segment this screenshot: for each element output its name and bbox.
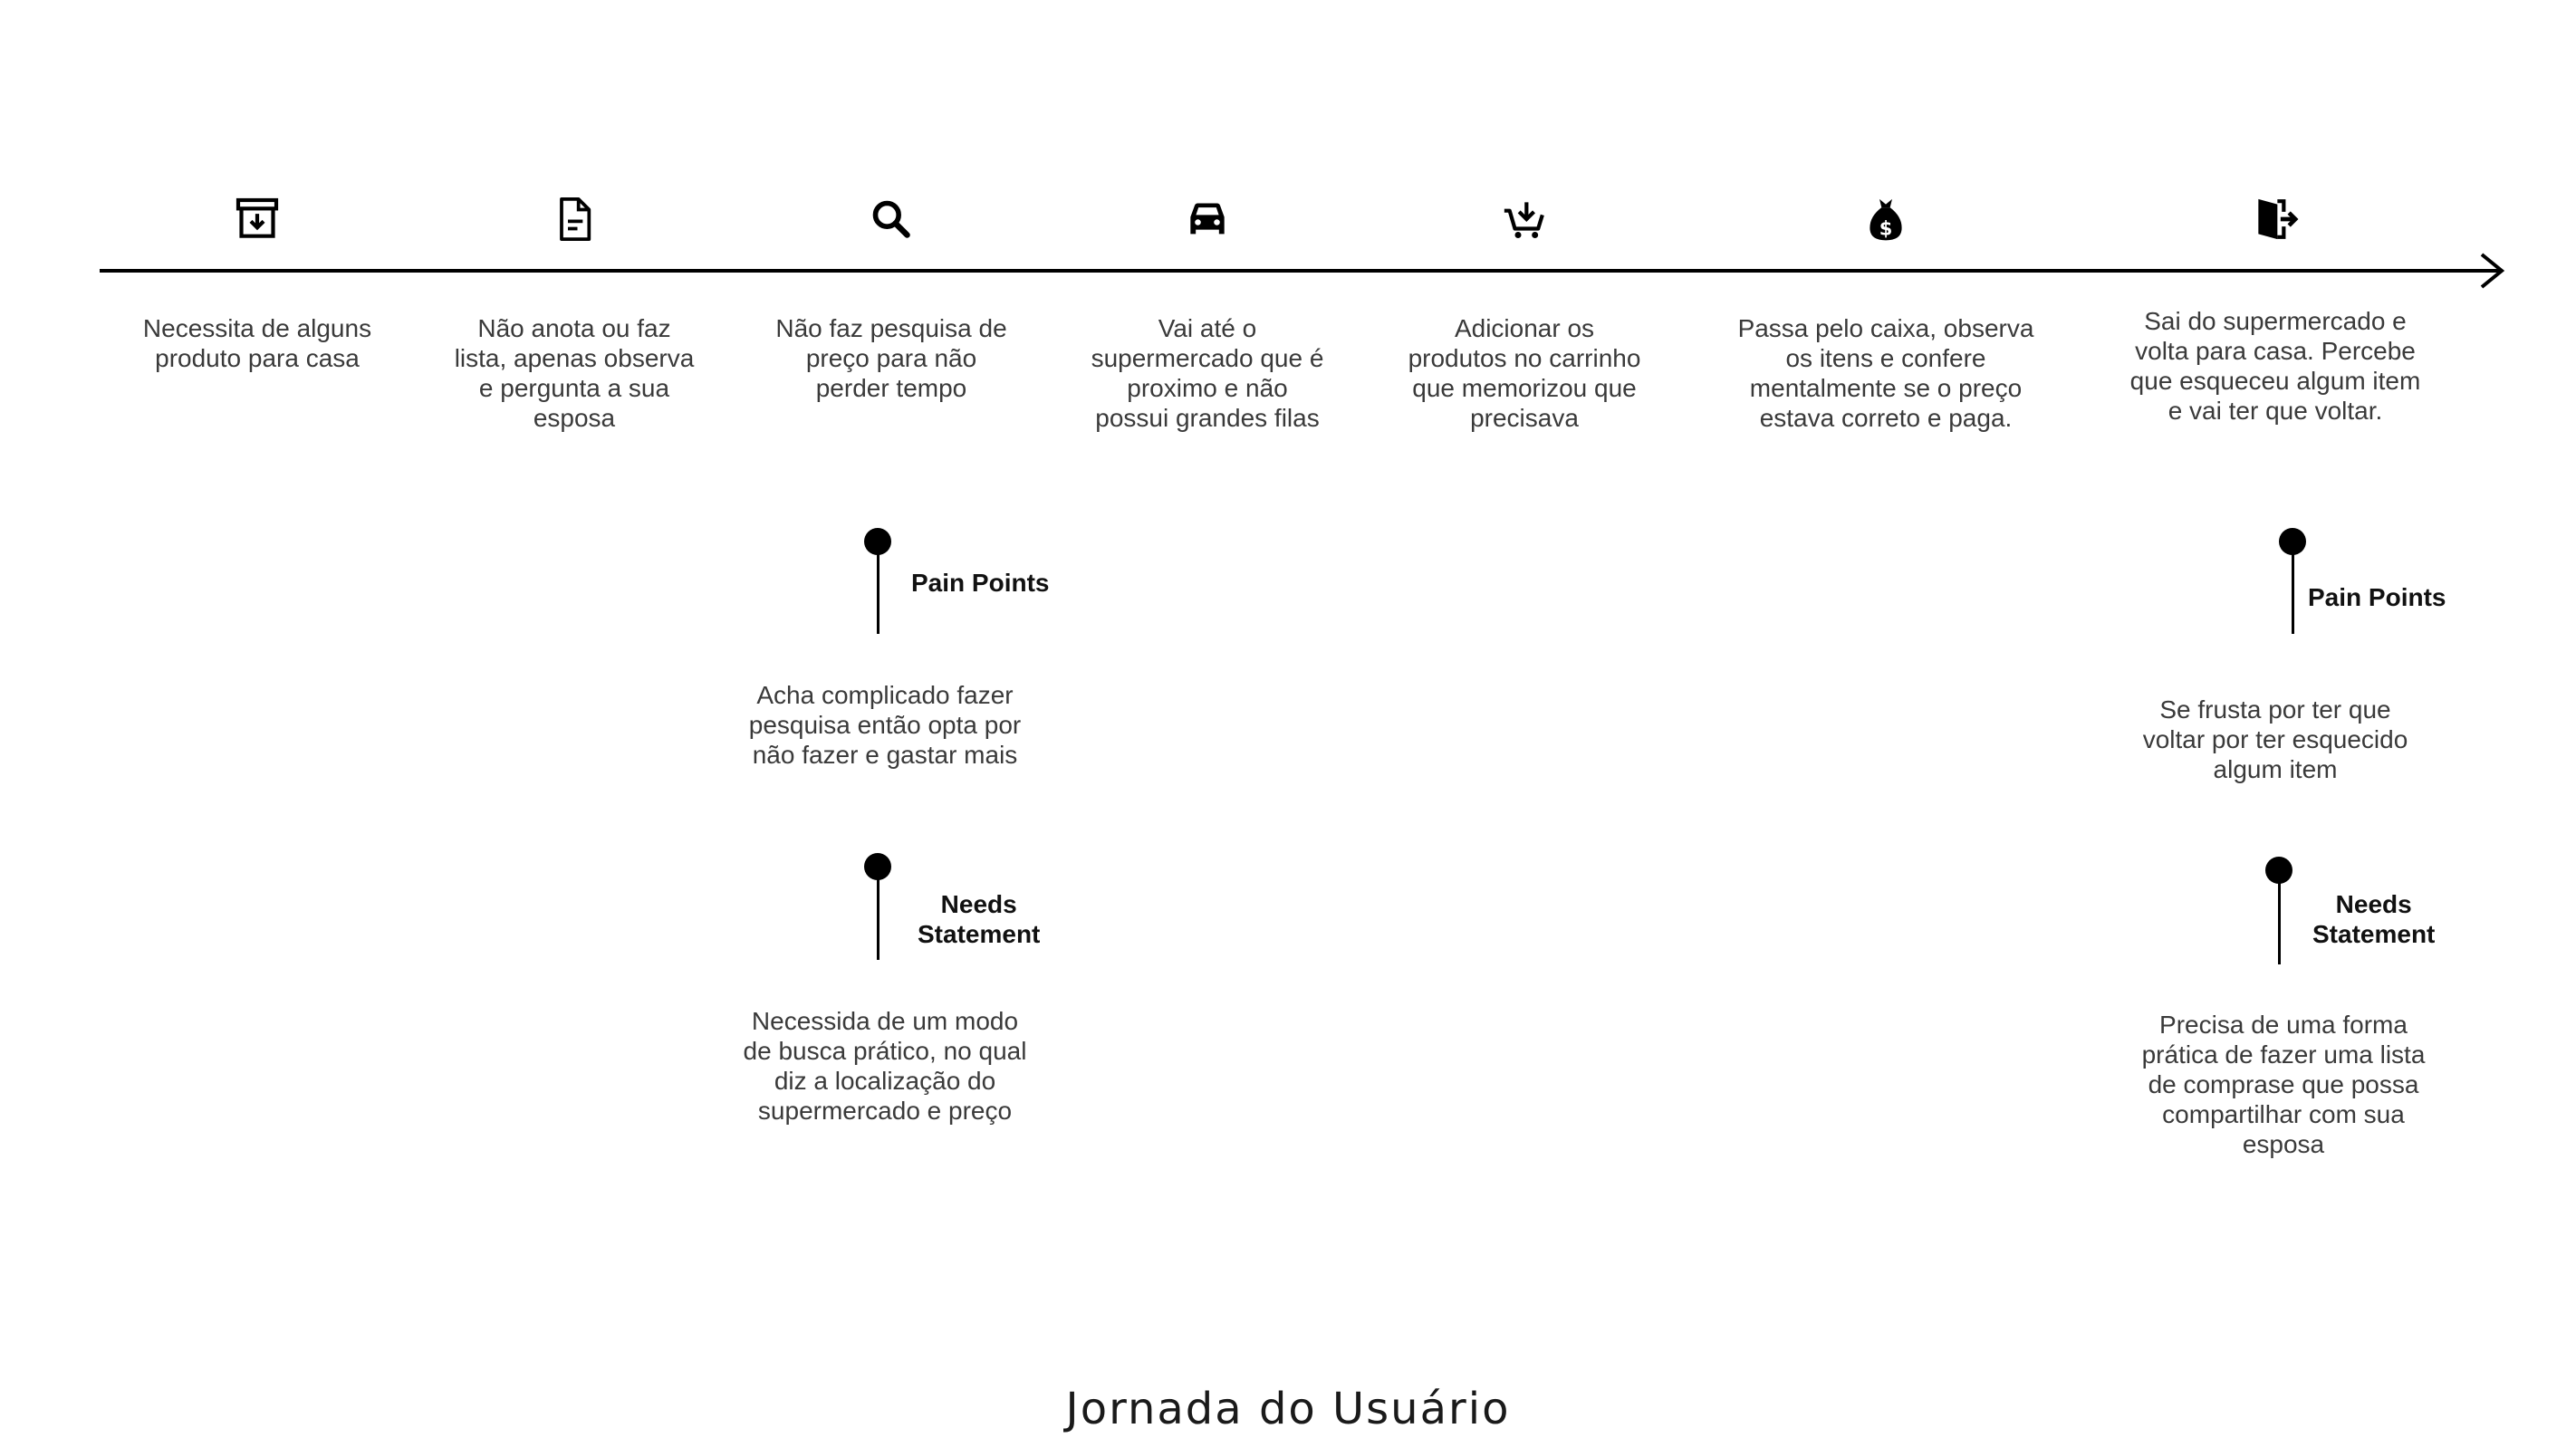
- pain-point-pin-stem: [2291, 542, 2294, 634]
- exit-door-icon: [2248, 192, 2302, 246]
- pain-points-text: Se frusta por ter que voltar por ter esq…: [2142, 695, 2408, 783]
- timeline-arrowhead: [2480, 253, 2505, 289]
- pain-points-label: Pain Points: [2308, 583, 2446, 611]
- needs-statement-text: Precisa de uma forma prática de fazer um…: [2141, 1011, 2426, 1158]
- step-5-text: Adicionar os produtos no carrinho que me…: [1408, 314, 1641, 432]
- step-6-text: Passa pelo caixa, observa os itens e con…: [1737, 314, 2034, 432]
- needs-statement-pin-stem: [876, 867, 879, 960]
- pain-points-text: Acha complicado fazer pesquisa então opt…: [748, 681, 1022, 769]
- document-icon: [547, 192, 601, 246]
- money-bag-icon: $: [1859, 192, 1913, 246]
- needs-statement-label: Needs Statement: [2312, 890, 2436, 948]
- shopping-cart-add-icon: [1497, 192, 1552, 246]
- step-3-text: Não faz pesquisa de preço para não perde…: [775, 314, 1007, 402]
- pain-point-pin-stem: [876, 542, 879, 634]
- svg-text:$: $: [1879, 218, 1893, 240]
- page-title: Jornada do Usuário: [1065, 1384, 1511, 1434]
- car-icon: [1180, 192, 1235, 246]
- archive-box-icon: [230, 192, 284, 246]
- step-4-text: Vai até o supermercado que é proximo e n…: [1091, 314, 1324, 432]
- magnifier-icon: [864, 192, 918, 246]
- pain-points-label: Pain Points: [911, 569, 1050, 597]
- step-7-text: Sai do supermercado e volta para casa. P…: [2129, 307, 2421, 425]
- needs-statement-label: Needs Statement: [918, 890, 1041, 948]
- step-2-text: Não anota ou faz lista, apenas observa e…: [454, 314, 695, 432]
- needs-statement-pin-stem: [2277, 870, 2281, 964]
- step-1-text: Necessita de alguns produto para casa: [142, 314, 372, 372]
- needs-statement-text: Necessida de um modo de busca prático, n…: [743, 1007, 1027, 1125]
